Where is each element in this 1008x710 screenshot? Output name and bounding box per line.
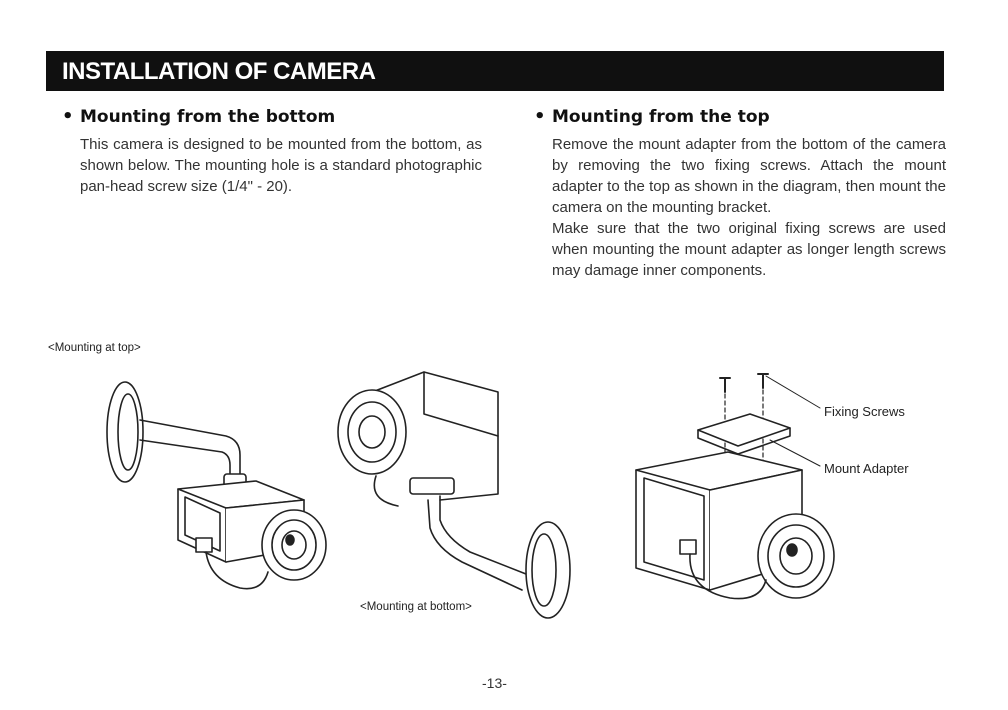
section-banner: INSTALLATION OF CAMERA (46, 51, 944, 91)
page-number: -13- (482, 675, 507, 691)
section-heading-top: • Mounting from the top (534, 106, 946, 127)
heading-text: Mounting from the bottom (80, 107, 336, 127)
section-heading-bottom: • Mounting from the bottom (62, 106, 482, 127)
section-body-bottom: This camera is designed to be mounted fr… (80, 134, 482, 197)
heading-text: Mounting from the top (552, 107, 770, 127)
page-title: INSTALLATION OF CAMERA (62, 58, 376, 85)
caption-mounting-top: <Mounting at top> (48, 342, 141, 354)
bullet-icon: • (534, 106, 546, 127)
mount-adapter-illustration (635, 373, 835, 600)
caption-mounting-bottom: <Mounting at bottom> (360, 601, 472, 613)
camera-bottom-mount-illustration (337, 371, 571, 619)
section-mount-bottom: • Mounting from the bottom This camera i… (62, 106, 482, 197)
bullet-icon: • (62, 106, 74, 127)
camera-top-mount-illustration (106, 381, 327, 590)
section-mount-top: • Mounting from the top Remove the mount… (534, 106, 946, 281)
paragraph: This camera is designed to be mounted fr… (80, 136, 482, 195)
paragraph-1: Remove the mount adapter from the bottom… (552, 136, 946, 216)
paragraph-2: Make sure that the two original fixing s… (552, 220, 946, 279)
section-body-top: Remove the mount adapter from the bottom… (552, 134, 946, 281)
label-mount-adapter: Mount Adapter (824, 461, 909, 476)
label-fixing-screws: Fixing Screws (824, 404, 905, 419)
